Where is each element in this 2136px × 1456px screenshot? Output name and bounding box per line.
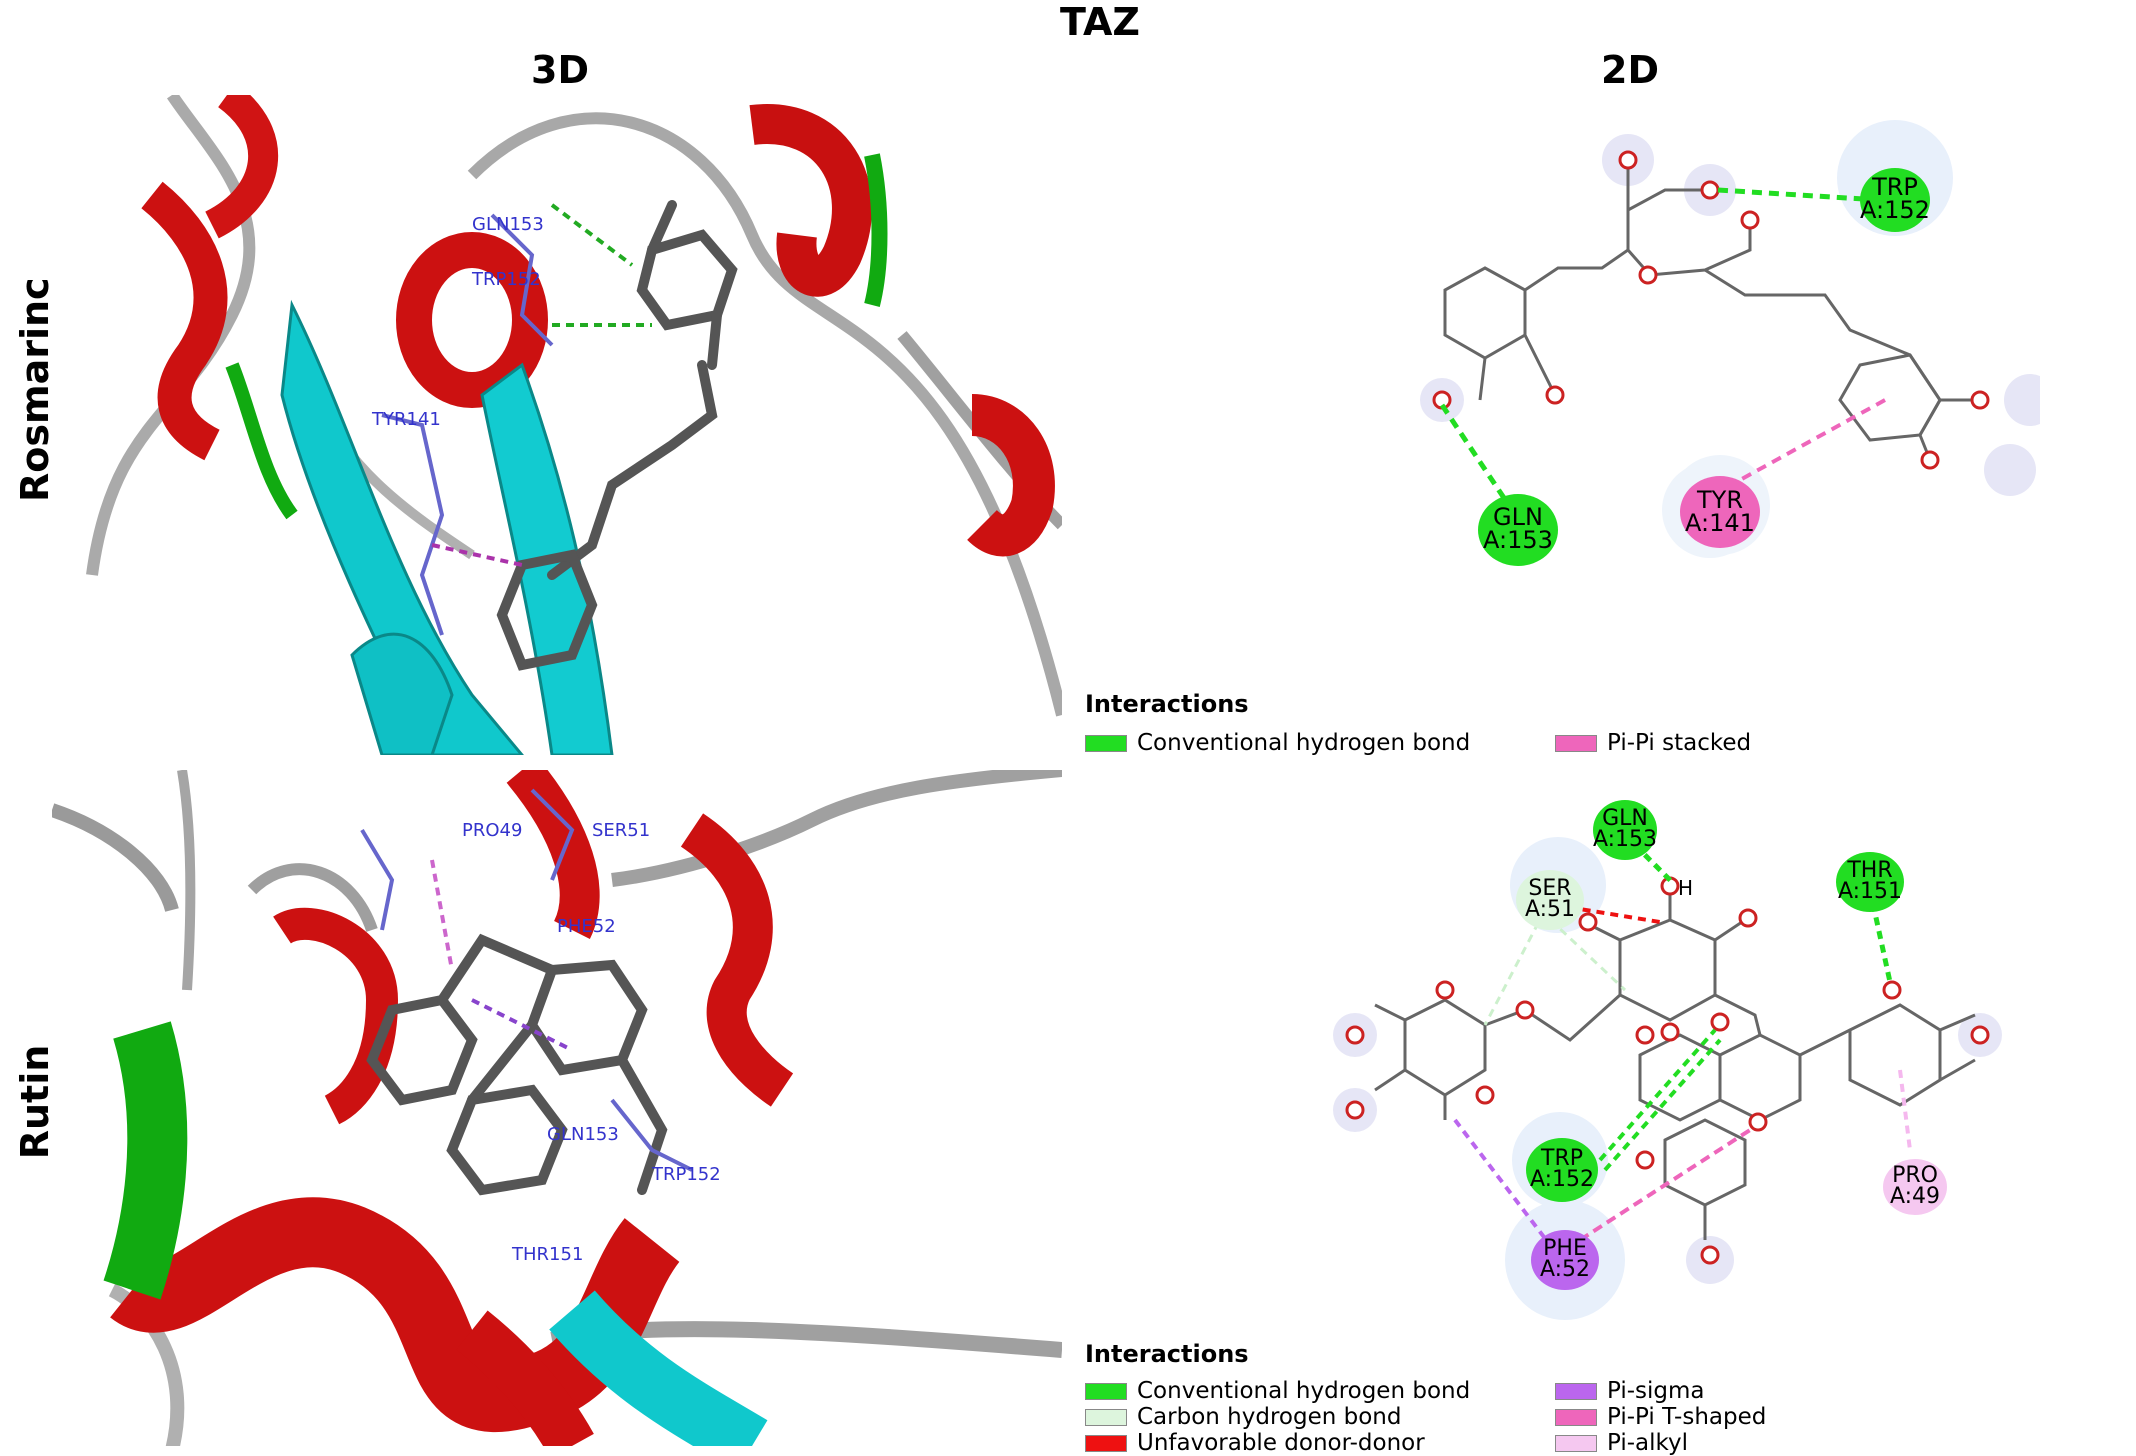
residue-node-label: A:152 — [1860, 196, 1930, 224]
legend-item: Conventional hydrogen bond — [1085, 1378, 1555, 1404]
legend-item: Pi-Pi stacked — [1555, 730, 1751, 756]
residue-node-thr151 — [1836, 852, 1904, 912]
interactions-legend-rosmarinc: Interactions Conventional hydrogen bond … — [1085, 690, 1985, 756]
column-title-3d: 3D — [531, 48, 589, 92]
legend-swatch — [1085, 1408, 1127, 1426]
legend-label: Conventional hydrogen bond — [1137, 1378, 1471, 1404]
legend-label: Pi-Pi stacked — [1607, 730, 1752, 756]
residue-node-pro49 — [1883, 1159, 1947, 1215]
residue-node-tyr141 — [1680, 476, 1760, 548]
legend-item: Pi-Pi T-shaped — [1555, 1404, 1766, 1430]
residue-node-trp152 — [1526, 1138, 1598, 1202]
legend-title: Interactions — [1085, 1340, 1249, 1368]
legend-label: Unfavorable donor-donor — [1137, 1430, 1425, 1456]
row-label-rutin: Rutin — [13, 1044, 57, 1160]
residue-node-label: A:153 — [1483, 526, 1553, 554]
residue-node-phe52 — [1531, 1230, 1599, 1290]
residue-3d-label: TRP152 — [471, 269, 541, 290]
legend-label: Pi-Pi T-shaped — [1607, 1404, 1767, 1430]
residue-node-label: A:151 — [1838, 879, 1902, 904]
legend-item: Unfavorable donor-donor — [1085, 1430, 1555, 1456]
residue-node-label: A:51 — [1525, 897, 1575, 922]
legend-label: Pi-alkyl — [1607, 1430, 1689, 1456]
residue-node-gln153 — [1593, 800, 1657, 860]
residue-3d-label: TRP152 — [651, 1164, 721, 1185]
residue-3d-label: PRO49 — [462, 820, 522, 841]
residue-node-label: TRP — [1871, 173, 1918, 201]
residue-node-label: GLN — [1493, 503, 1543, 531]
legend-swatch — [1085, 1434, 1127, 1452]
residue-node-label: A:49 — [1890, 1184, 1940, 1209]
residue-3d-label: PHE52 — [557, 916, 616, 937]
protein-3d-view-rosmarinc: GLN153 TRP152 TYR141 — [52, 95, 1062, 755]
residue-node-label: SER — [1528, 876, 1571, 901]
legend-swatch — [1085, 734, 1127, 752]
hydrogen-atom-label: H — [1678, 876, 1693, 900]
legend-swatch — [1555, 1382, 1597, 1400]
residue-node-label: A:153 — [1593, 827, 1657, 852]
legend-swatch — [1555, 734, 1597, 752]
interaction-2d-diagram-rutin: H GLN A:153 SER A:51 THR A:151 TRP A:152… — [1333, 800, 2002, 1320]
legend-item: Pi-alkyl — [1555, 1430, 1766, 1456]
legend-swatch — [1555, 1408, 1597, 1426]
legend-swatch — [1085, 1382, 1127, 1400]
interactions-legend-rutin: Interactions Conventional hydrogen bond … — [1085, 1340, 1985, 1456]
residue-node-label: TYR — [1696, 486, 1743, 514]
residue-node-label: THR — [1846, 858, 1892, 883]
residue-node-label: TRP — [1540, 1146, 1583, 1171]
residue-node-trp152 — [1860, 168, 1930, 232]
legend-label: Conventional hydrogen bond — [1137, 730, 1471, 756]
legend-item: Pi-sigma — [1555, 1378, 1766, 1404]
residue-node-gln153 — [1478, 494, 1558, 566]
legend-label: Pi-sigma — [1607, 1378, 1705, 1404]
legend-title: Interactions — [1085, 690, 1249, 718]
residue-3d-label: GLN153 — [547, 1124, 619, 1145]
legend-item: Carbon hydrogen bond — [1085, 1404, 1555, 1430]
residue-node-label: A:152 — [1530, 1167, 1594, 1192]
column-title-2d: 2D — [1601, 48, 1659, 92]
protein-3d-view-rutin: PRO49 SER51 PHE52 GLN153 TRP152 THR151 — [52, 770, 1062, 1446]
figure-title: TAZ — [1060, 0, 1140, 44]
residue-node-label: PHE — [1543, 1236, 1587, 1261]
residue-node-label: PRO — [1892, 1163, 1938, 1188]
residue-node-ser51 — [1516, 870, 1584, 930]
residue-3d-label: GLN153 — [472, 214, 544, 235]
legend-item: Conventional hydrogen bond — [1085, 730, 1555, 756]
legend-label: Carbon hydrogen bond — [1137, 1404, 1402, 1430]
residue-node-label: A:52 — [1540, 1257, 1590, 1282]
residue-node-label: A:141 — [1685, 509, 1755, 537]
residue-node-label: GLN — [1602, 806, 1648, 831]
legend-swatch — [1555, 1434, 1597, 1452]
residue-3d-label: THR151 — [511, 1244, 583, 1265]
residue-3d-label: TYR141 — [371, 409, 441, 430]
interaction-2d-diagram-rosmarinc: TRP A:152 GLN A:153 TYR A:141 — [1420, 120, 2040, 566]
residue-3d-label: SER51 — [592, 820, 650, 841]
row-label-rosmarinc: Rosmarinc — [13, 277, 57, 502]
